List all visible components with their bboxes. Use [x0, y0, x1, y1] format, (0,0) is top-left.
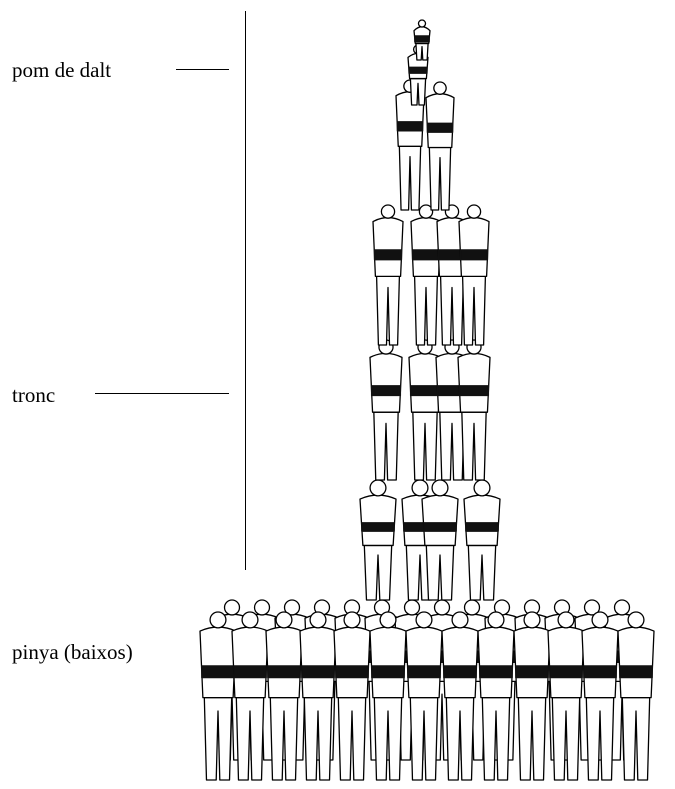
pinya-figure-front-10 — [514, 612, 550, 780]
tronc-level1-figure-3 — [422, 480, 458, 600]
tronc-level1-figure-1 — [360, 480, 396, 600]
pom-figure-2 — [426, 82, 454, 210]
tronc-level1-figure-4 — [464, 480, 500, 600]
tronc-level2-figure-1 — [370, 340, 402, 480]
pinya-figure-front-13 — [618, 612, 654, 780]
pinya-figure-front-7 — [406, 612, 442, 780]
tronc-level3-figure-1 — [373, 205, 403, 345]
pinya-figure-front-8 — [442, 612, 478, 780]
pinya-figure-front-5 — [334, 612, 370, 780]
pinya-figure-front-2 — [232, 612, 268, 780]
tronc-level3-figure-4 — [459, 205, 489, 345]
enxaneta-figure — [414, 20, 430, 60]
tronc-level3-figure-2 — [411, 205, 441, 345]
tronc-level2-figure-4 — [458, 340, 490, 480]
pinya-figure-front-1 — [200, 612, 236, 780]
